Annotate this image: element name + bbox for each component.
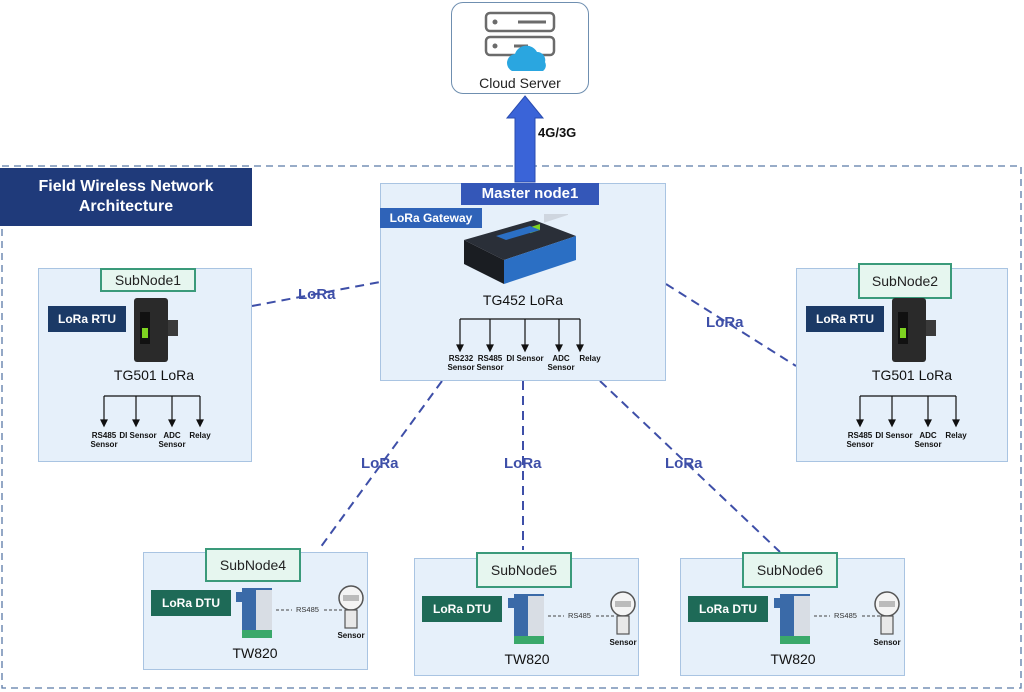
subnode1-sensor-tree <box>100 395 204 428</box>
gateway-device-icon <box>464 214 576 284</box>
subnode2-sensor-label: Relay <box>945 431 967 440</box>
lora-link-subnode2 <box>665 283 797 367</box>
master-sensor-tree <box>456 318 584 353</box>
subnode4-sensor-label: Sensor <box>337 631 365 640</box>
uplink-arrow <box>505 95 545 183</box>
gas-sensor-icon <box>610 591 636 635</box>
lora-link-subnode6 <box>599 380 781 553</box>
subnode5-sensor-label: Sensor <box>609 638 637 647</box>
subnode1-sensor-label: Relay <box>189 431 211 440</box>
subnode4-device-name: TW820 <box>232 645 278 661</box>
subnode1-device-name: TG501 LoRa <box>113 367 195 383</box>
lora-label-subnode5: LoRa <box>504 455 542 472</box>
network-title: Field Wireless Network Architecture <box>0 168 252 226</box>
lora-label-subnode2: LoRa <box>706 314 744 331</box>
server-cloud-icon <box>484 11 556 71</box>
subnode5-link-label: RS485 <box>568 611 591 620</box>
subnode6-rs485-link <box>814 615 880 617</box>
master-device-name: TG452 LoRa <box>482 292 564 308</box>
lora-link-subnode4 <box>319 380 443 549</box>
subnode5-device-name: TW820 <box>504 651 550 667</box>
subnode2-title: SubNode2 <box>858 263 952 299</box>
subnode2-sensor-tree <box>856 395 960 428</box>
subnode4-link-label: RS485 <box>296 605 319 614</box>
subnode5-title: SubNode5 <box>476 552 572 588</box>
gas-sensor-icon <box>338 585 364 629</box>
cloud-server-box: Cloud Server <box>451 2 589 94</box>
rtu-device-icon <box>134 298 178 362</box>
uplink-label: 4G/3G <box>538 125 577 140</box>
lora-label-subnode4: LoRa <box>361 455 399 472</box>
subnode5-rs485-link <box>548 615 614 617</box>
cloud-server-label: Cloud Server <box>479 75 561 91</box>
subnode4-rs485-link <box>276 609 342 611</box>
subnode1-role-label: LoRa RTU <box>48 306 126 332</box>
subnode6-link-label: RS485 <box>834 611 857 620</box>
subnode2-device-name: TG501 LoRa <box>871 367 953 383</box>
subnode6-sensor-label: Sensor <box>873 638 901 647</box>
master-sensor-label: Relay <box>579 354 601 363</box>
network-title-line2: Architecture <box>78 198 174 215</box>
lora-label-subnode1: LoRa <box>298 286 336 303</box>
rtu-device-icon <box>892 298 936 362</box>
subnode1-title: SubNode1 <box>100 268 196 292</box>
master-node-title: Master node1 <box>461 183 599 205</box>
subnode2-role-label: LoRa RTU <box>806 306 884 332</box>
subnode4-title: SubNode4 <box>205 548 301 582</box>
network-boundary <box>1 165 1022 689</box>
subnode6-device-name: TW820 <box>770 651 816 667</box>
dtu-device-icon <box>774 594 810 644</box>
dtu-device-icon <box>236 588 272 638</box>
subnode6-role-label: LoRa DTU <box>688 596 768 622</box>
subnode1-panel <box>38 268 252 462</box>
master-role-label: LoRa Gateway <box>380 208 482 228</box>
subnode1-sensor-label: DI Sensor <box>119 431 157 440</box>
master-sensor-label: DI Sensor <box>506 354 544 363</box>
network-title-line1: Field Wireless Network <box>38 178 214 195</box>
subnode4-role-label: LoRa DTU <box>151 590 231 616</box>
subnode5-role-label: LoRa DTU <box>422 596 502 622</box>
gas-sensor-icon <box>874 591 900 635</box>
lora-label-subnode6: LoRa <box>665 455 703 472</box>
dtu-device-icon <box>508 594 544 644</box>
lora-link-subnode1 <box>251 281 381 307</box>
subnode2-sensor-label: DI Sensor <box>875 431 913 440</box>
subnode6-title: SubNode6 <box>742 552 838 588</box>
